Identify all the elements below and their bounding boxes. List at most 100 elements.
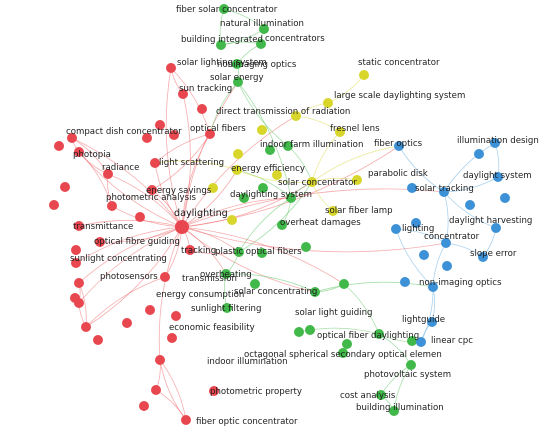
node-solar-lighting-system[interactable] [166, 63, 176, 73]
node-lighting[interactable] [391, 224, 401, 234]
edge [181, 226, 316, 293]
node-fresnel-lens[interactable] [335, 127, 345, 137]
edge [154, 133, 211, 164]
edge [85, 226, 183, 328]
node-concentrator[interactable] [441, 238, 451, 248]
edge [159, 359, 187, 421]
node-non-imaging-optics[interactable] [428, 282, 438, 292]
node-photometric-analysis[interactable] [107, 201, 117, 211]
node-slope-error[interactable] [478, 252, 488, 262]
node-illumination-design[interactable] [490, 138, 500, 148]
label-daylight-system: daylight system [463, 171, 532, 181]
node-indoor-illumination[interactable] [155, 355, 165, 365]
node-static-concentrator[interactable] [359, 70, 369, 80]
node-solar-concentrator[interactable] [307, 177, 317, 187]
node-radiance[interactable] [103, 169, 113, 179]
node-transmission[interactable] [160, 272, 170, 282]
label-building-illumination: building illumination [356, 403, 444, 413]
label-daylight-harvesting: daylight harvesting [449, 216, 532, 226]
network-node [155, 120, 165, 130]
label-natural-illumination: natural illumination [220, 19, 304, 29]
node-direct-transmission-of-radiation[interactable] [291, 111, 301, 121]
node-energy-efficiency[interactable] [232, 165, 242, 175]
network-node [407, 336, 417, 346]
edge [170, 67, 211, 135]
label-sun-tracking: sun tracking [179, 84, 232, 94]
node-building-illumination[interactable] [389, 406, 399, 416]
node-solar-tracking[interactable] [439, 187, 449, 197]
node-sunlight-concentrating[interactable] [71, 258, 81, 268]
edge [443, 191, 497, 229]
node-daylight-system[interactable] [493, 172, 503, 182]
edge [158, 226, 183, 361]
node-solar-light-guiding[interactable] [339, 279, 349, 289]
label-photopia: photopia [73, 150, 111, 160]
label-fiber-optic-concentrator: fiber optic concentrator [196, 417, 298, 427]
label-solar-concentrating: solar concentrating [234, 287, 317, 297]
node-energy-consumption[interactable] [74, 298, 84, 308]
node-optical-fiber-daylighting[interactable] [374, 329, 384, 339]
node-overheating[interactable] [221, 269, 231, 279]
node-transmittance[interactable] [74, 221, 84, 231]
node-photosensors[interactable] [74, 278, 84, 288]
node-daylighting-system[interactable] [286, 193, 296, 203]
node-photometric-property[interactable] [151, 385, 161, 395]
node-parabolic-disk[interactable] [352, 175, 362, 185]
node-building-integrated[interactable] [216, 40, 226, 50]
network-node [93, 335, 103, 345]
node-linear-cpc[interactable] [416, 337, 426, 347]
network-node [139, 401, 149, 411]
node-photopia[interactable] [74, 147, 84, 157]
node-fiber-optic-concentrator[interactable] [181, 415, 191, 425]
node-large-scale-daylighting-system[interactable] [323, 98, 333, 108]
node-indoor-farm-illumination[interactable] [283, 141, 293, 151]
node-photovoltaic-system[interactable] [406, 360, 416, 370]
edge [78, 226, 183, 304]
network-node [239, 193, 249, 203]
node-economic-feasibility[interactable] [81, 322, 91, 332]
node-solar-concentrating[interactable] [310, 287, 320, 297]
node-plastic-optical-fibers[interactable] [234, 247, 244, 257]
network-node [265, 145, 275, 155]
network-node [145, 305, 155, 315]
node-daylight-harvesting[interactable] [491, 223, 501, 233]
label-cost-analysis: cost analysis [340, 391, 396, 401]
edge [398, 145, 445, 193]
edge [237, 81, 289, 147]
node-optical-fibre-guiding[interactable] [95, 237, 105, 247]
node-lightguide[interactable] [427, 317, 437, 327]
network-node [500, 193, 510, 203]
edge [78, 226, 183, 284]
node-cost-analysis[interactable] [376, 390, 386, 400]
label-nonimaging-optics: nonimaging optics [217, 60, 297, 70]
node-octagonal-spherical[interactable] [294, 327, 304, 337]
node-fiber-optics[interactable] [394, 141, 404, 151]
label-solar-lighting-system: solar lighting system [177, 58, 267, 68]
node-daylighting[interactable] [175, 220, 189, 234]
node-nonimaging-optics[interactable] [232, 59, 242, 69]
node-concentrators[interactable] [256, 39, 266, 49]
node-solar-fiber-lamp[interactable] [328, 206, 338, 216]
node-energy-savings[interactable] [147, 185, 157, 195]
network-node [167, 333, 177, 343]
label-transmission: transmission [182, 274, 237, 284]
network-node [400, 277, 410, 287]
node-sun-tracking[interactable] [178, 89, 188, 99]
node-optical-fibers[interactable] [205, 129, 215, 139]
label-photometric-analysis: photometric analysis [106, 193, 197, 203]
label-solar-light-guiding: solar light guiding [295, 308, 372, 318]
label-solar-energy: solar energy [210, 73, 264, 83]
network-node [233, 149, 243, 159]
node-fiber-solar-concentrator[interactable] [219, 4, 229, 14]
node-tracking[interactable] [185, 245, 195, 255]
node-solar-energy[interactable] [233, 77, 243, 87]
node-light-scattering[interactable] [150, 158, 160, 168]
label-solar-fiber-lamp: solar fiber lamp [325, 206, 393, 216]
label-sunlight-filtering: sunlight filtering [191, 304, 261, 314]
edge [343, 283, 380, 335]
network-node [135, 212, 145, 222]
node-natural-illumination[interactable] [259, 24, 269, 34]
node-compact-dish-concentrator[interactable] [67, 133, 77, 143]
node-overheat-damages[interactable] [277, 220, 287, 230]
node-sunlight-filtering[interactable] [222, 303, 232, 313]
